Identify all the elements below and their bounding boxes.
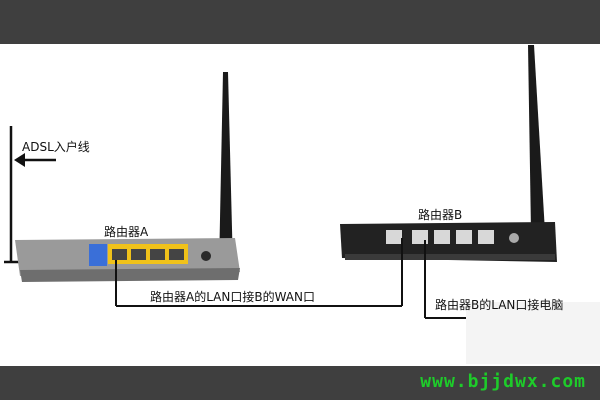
bottom-bar: [0, 366, 600, 400]
cable-b-to-pc: [424, 240, 470, 319]
adsl-line-label: ADSL入户线: [22, 140, 90, 154]
router-a: [15, 72, 240, 282]
antenna-icon: [528, 45, 545, 232]
cable-a-to-b: [115, 238, 403, 307]
antenna-icon: [219, 72, 233, 268]
a-lan-to-b-wan-label: 路由器A的LAN口接B的WAN口: [150, 290, 315, 304]
wan-port-a: [89, 244, 107, 266]
router-b-label: 路由器B: [418, 208, 463, 222]
top-bar: [0, 0, 600, 44]
site-watermark: www.bjjdwx.com: [420, 371, 586, 392]
b-lan-to-pc-label: 路由器B的LAN口接电脑: [435, 298, 564, 312]
arrow-left-icon: [14, 153, 56, 167]
pc-label-backdrop: [466, 302, 600, 364]
router-b: [340, 45, 557, 262]
lan-ports-a: [108, 244, 188, 264]
wan-port-b: [386, 230, 402, 244]
router-a-label: 路由器A: [104, 225, 149, 239]
